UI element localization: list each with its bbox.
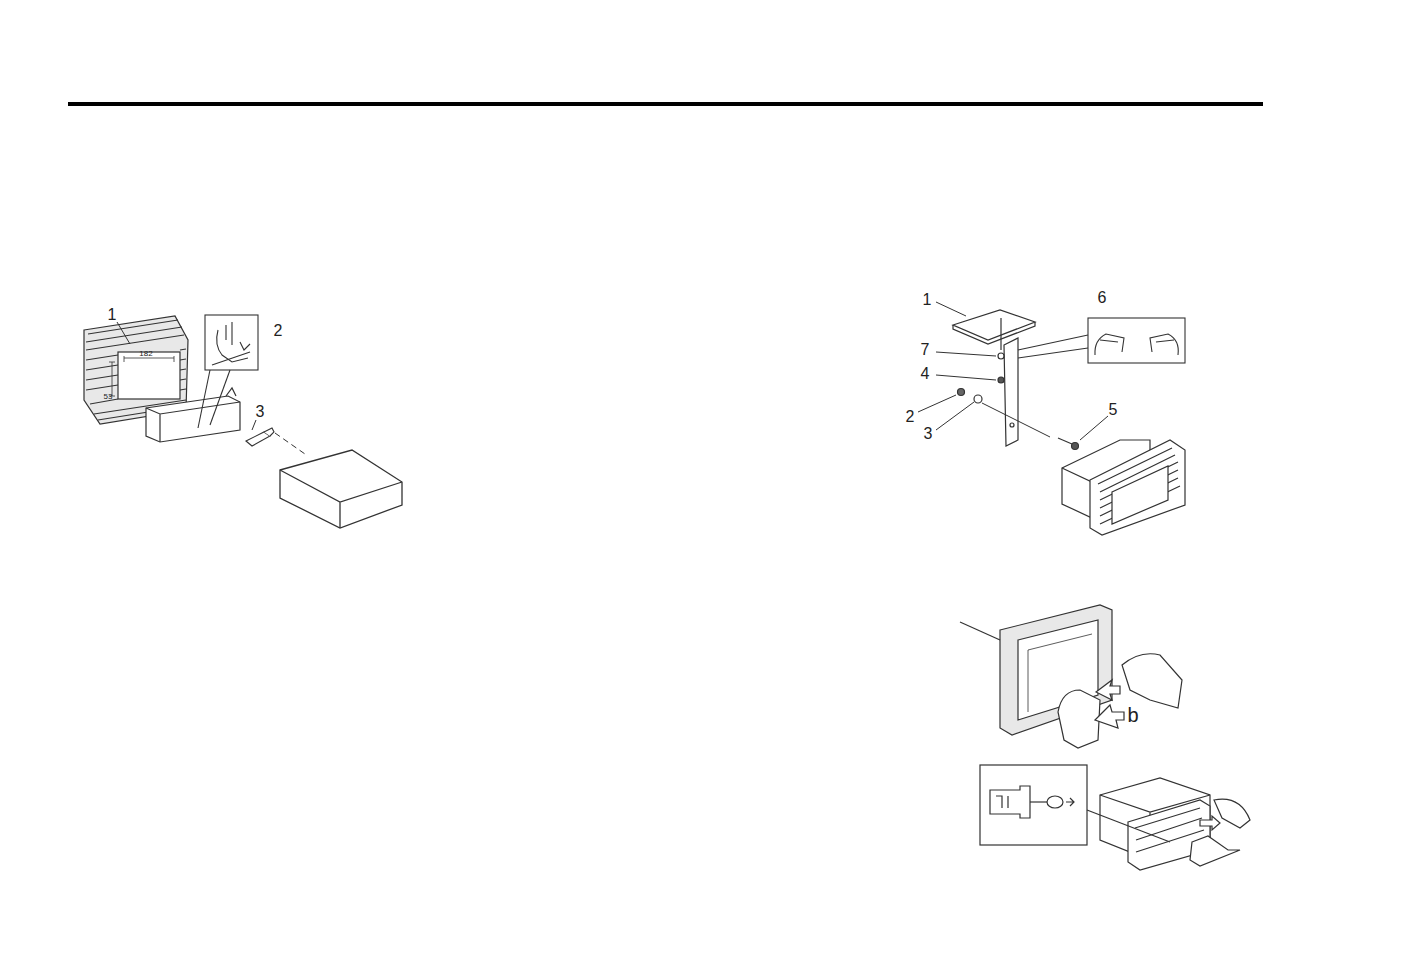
callout-number: 1 (108, 307, 117, 323)
key-removal (980, 765, 1250, 870)
screw-bolt (1058, 438, 1079, 450)
radio-with-frame (1062, 440, 1185, 535)
tab-bend-inset (198, 315, 258, 428)
dimension-label: 182 (139, 350, 152, 358)
leader-line (117, 322, 256, 430)
callout-number: b (1127, 705, 1138, 725)
callout-number: 1 (923, 292, 932, 308)
callout-number: 2 (274, 323, 283, 339)
header-rule (68, 102, 1263, 106)
dimension-label: 53 (104, 393, 113, 401)
hands-inset (1018, 318, 1185, 363)
callout-number: 5 (1109, 402, 1118, 418)
radio-unit (280, 450, 402, 528)
guide-line (275, 433, 305, 454)
callout-number: 3 (924, 426, 933, 442)
trim-frame (960, 605, 1182, 748)
callout-number: 7 (921, 342, 930, 358)
callout-number: 6 (1098, 290, 1107, 306)
bracket-assembly (953, 310, 1035, 446)
mounting-sleeve (146, 388, 240, 442)
screw-bolt (246, 428, 274, 446)
guide-line (982, 403, 1050, 437)
leader-line (918, 302, 1108, 440)
callout-number: 4 (921, 366, 930, 382)
direction-arrow (1095, 705, 1124, 728)
callout-number: 2 (906, 409, 915, 425)
callout-number: 3 (256, 404, 265, 420)
